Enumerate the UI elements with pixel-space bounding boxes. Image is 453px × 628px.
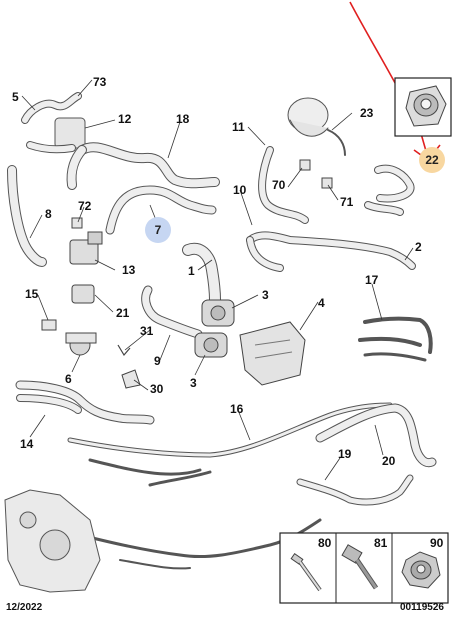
label-13: 13: [122, 263, 136, 277]
label-18: 18: [176, 112, 190, 126]
bracket-part-4: [239, 321, 306, 386]
label-72: 72: [78, 199, 92, 213]
label-7: 7: [154, 223, 162, 237]
harness-part-17: [358, 316, 433, 362]
valve-part-6: [65, 332, 97, 356]
hardware-box: [279, 532, 449, 604]
hose-part-9: [141, 285, 203, 339]
hose-part-11: [258, 146, 309, 224]
label-73: 73: [93, 75, 107, 89]
hose-part-10: [246, 231, 416, 272]
label-17: 17: [365, 273, 379, 287]
label-12: 12: [118, 112, 132, 126]
label-3-lower: 3: [190, 376, 197, 390]
label-21: 21: [116, 306, 130, 320]
hardware-label-90: 90: [430, 536, 444, 550]
label-22: 22: [425, 153, 439, 167]
hose-part-19: [296, 474, 414, 506]
footer-date: 12/2022: [6, 602, 43, 613]
engine-illustration: [4, 489, 101, 593]
hose-part-14: [15, 380, 155, 425]
hose-part-20: [315, 403, 437, 468]
label-1: 1: [188, 264, 195, 278]
hose-part-7: [105, 185, 217, 235]
pump-part-3-upper: [201, 299, 235, 327]
hose-part-8: [7, 165, 47, 267]
label-15: 15: [25, 287, 39, 301]
harness-part-16: [67, 402, 393, 487]
valve-part-13: [69, 231, 103, 265]
label-4: 4: [318, 296, 325, 310]
hose-part-18: [66, 142, 220, 190]
bolt-81-icon: [341, 544, 379, 590]
label-23: 23: [360, 106, 374, 120]
expansion-tank-part-23: [287, 97, 346, 156]
nut-detail-icon: [405, 85, 447, 127]
label-30: 30: [150, 382, 164, 396]
bracket-part-30: [121, 369, 141, 389]
hose-part-1: [182, 242, 221, 306]
label-9: 9: [154, 354, 161, 368]
label-31: 31: [140, 324, 154, 338]
highlight-badge-blue: [145, 217, 171, 243]
label-14: 14: [20, 437, 34, 451]
hose-part-5: [21, 92, 82, 124]
label-11: 11: [232, 120, 245, 134]
label-71: 71: [340, 195, 354, 209]
clip-part-71: [321, 177, 333, 189]
reservoir-part-12: [26, 117, 86, 154]
label-70: 70: [272, 178, 286, 192]
clip-part-70: [299, 159, 311, 171]
screw-80-icon: [290, 552, 322, 592]
label-16: 16: [230, 402, 244, 416]
nut-90-icon: [401, 551, 441, 589]
leader-lines: [21, 79, 414, 481]
pump-part-3-lower: [194, 332, 228, 358]
clip-part-72: [71, 217, 83, 229]
label-8: 8: [45, 207, 52, 221]
hose-part-22: [364, 164, 415, 216]
footer-reference: 00119526: [400, 602, 444, 613]
label-6: 6: [65, 372, 72, 386]
label-5: 5: [12, 90, 19, 104]
hardware-label-80: 80: [318, 536, 332, 550]
clip-part-31: [117, 344, 131, 357]
label-10: 10: [233, 183, 247, 197]
highlight-badge-orange: [419, 147, 445, 173]
clip-part-15: [41, 319, 57, 331]
sensor-part-21: [71, 284, 95, 304]
label-3-upper: 3: [262, 288, 269, 302]
label-2: 2: [415, 240, 422, 254]
label-20: 20: [382, 454, 396, 468]
hardware-label-81: 81: [374, 536, 388, 550]
label-19: 19: [338, 447, 352, 461]
